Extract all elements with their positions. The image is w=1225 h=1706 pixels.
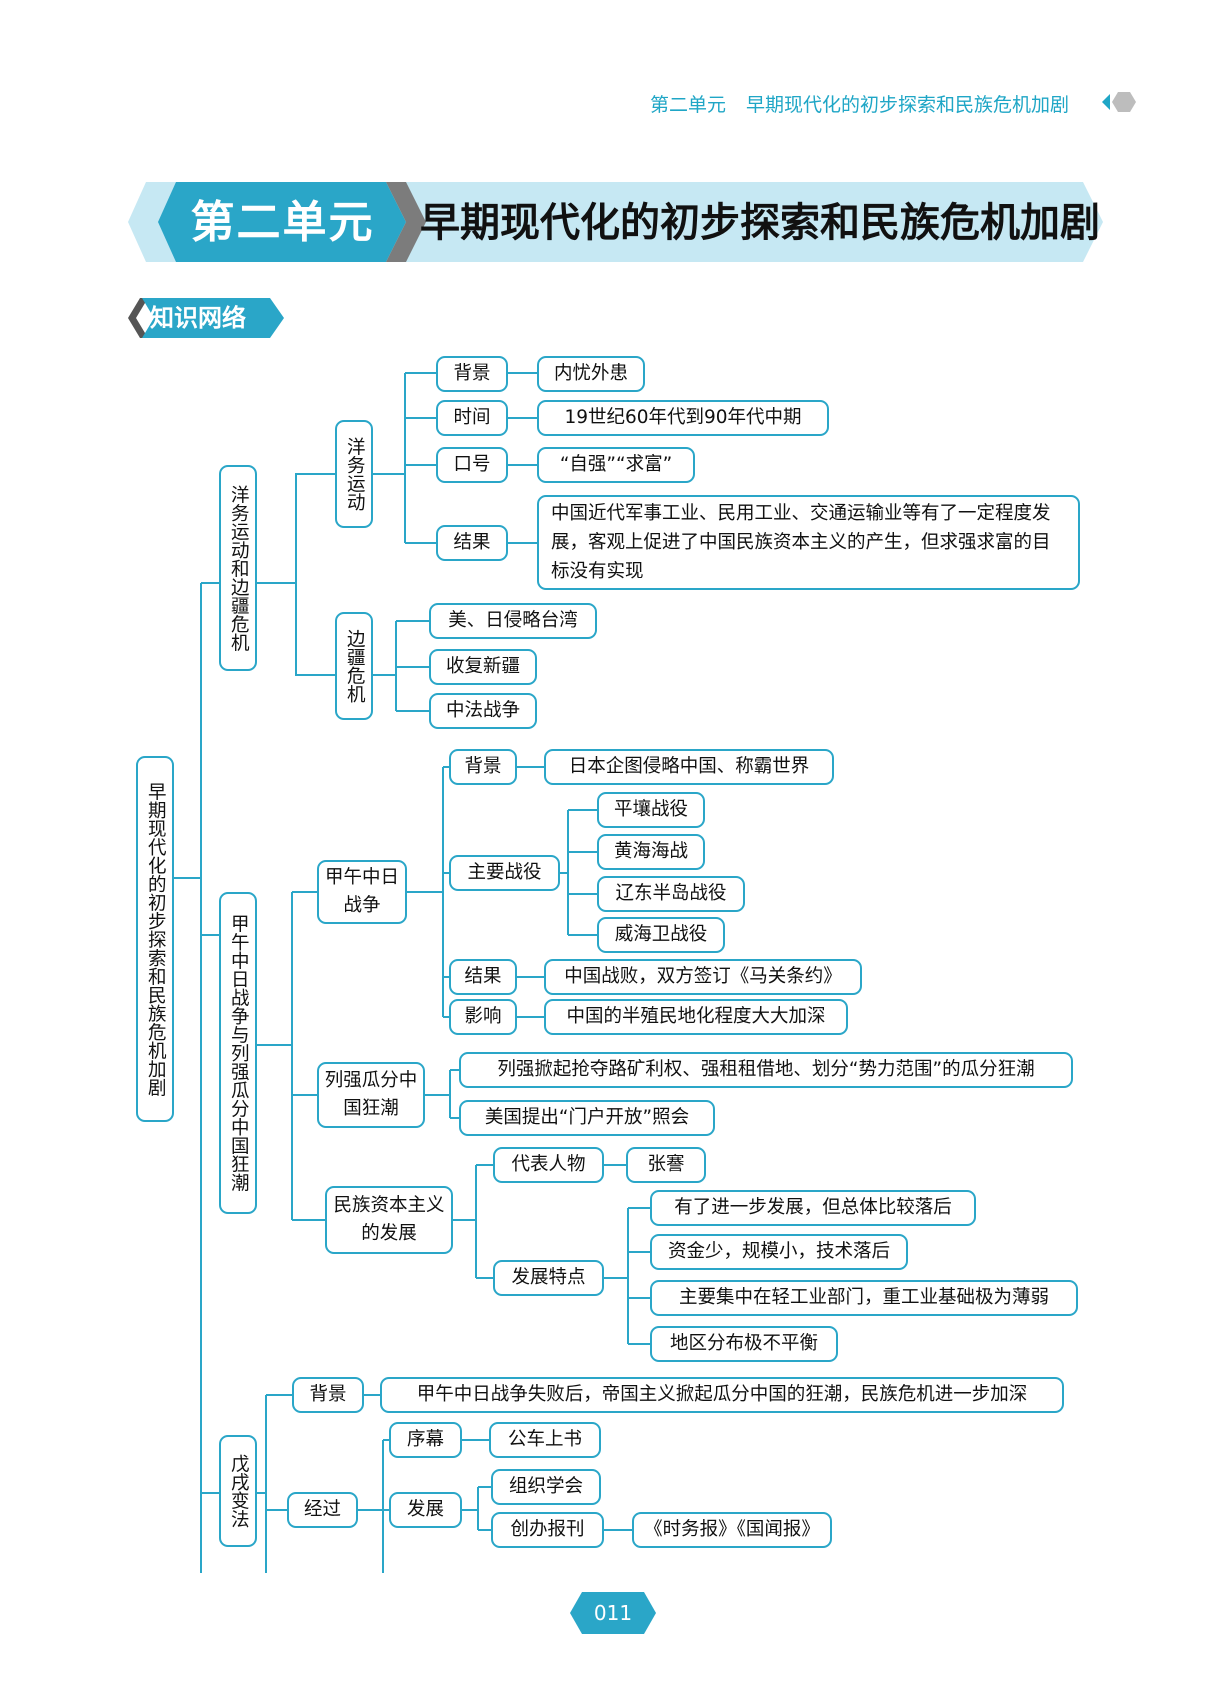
capital-rep-val: 张謇 <box>626 1147 706 1183</box>
branch3-node: 戊戌变法 <box>219 1435 257 1547</box>
yangwu-slogan-val: “自强”“求富” <box>537 447 695 483</box>
reform-process-key: 经过 <box>287 1492 358 1528</box>
reform-prelude-val: 公车上书 <box>489 1422 601 1458</box>
yangwu-time-val: 19世纪60年代到90年代中期 <box>537 400 829 436</box>
reform-bg-key: 背景 <box>292 1377 364 1413</box>
capital-feat4: 地区分布极不平衡 <box>650 1326 838 1362</box>
battle3: 辽东半岛战役 <box>597 876 745 912</box>
banner-title: 早期现代化的初步探索和民族危机加剧 <box>420 200 1100 246</box>
war-battles-key: 主要战役 <box>449 855 560 891</box>
war-bg-key: 背景 <box>449 749 517 785</box>
war-result-val: 中国战败，双方签订《马关条约》 <box>544 959 862 995</box>
branch2-node: 甲午中日战争与列强瓜分中国狂潮 <box>219 892 257 1214</box>
yangwu-bg-val: 内忧外患 <box>537 356 645 392</box>
reform-bg-val: 甲午中日战争失败后，帝国主义掀起瓜分中国的狂潮，民族危机进一步加深 <box>380 1377 1064 1413</box>
page-number: 011 <box>593 1601 633 1625</box>
running-header: 第二单元早期现代化的初步探索和民族危机加剧 <box>650 90 1090 118</box>
yangwu-node: 洋务运动 <box>335 420 373 528</box>
war-bg-val: 日本企图侵略中国、称霸世界 <box>544 749 834 785</box>
section-tab <box>128 298 284 338</box>
partition-node: 列强瓜分中国狂潮 <box>317 1062 425 1128</box>
battle2: 黄海海战 <box>597 834 705 870</box>
running-header-title: 早期现代化的初步探索和民族危机加剧 <box>746 94 1070 116</box>
yangwu-result-key: 结果 <box>436 525 508 561</box>
yangwu-result-val: 中国近代军事工业、民用工业、交通运输业等有了一定程度发展，客观上促进了中国民族资… <box>537 495 1080 590</box>
section-label: 知识网络 <box>150 304 246 332</box>
war-result-key: 结果 <box>449 959 517 995</box>
war-impact-key: 影响 <box>449 999 517 1035</box>
root-node: 早期现代化的初步探索和民族危机加剧 <box>136 756 174 1122</box>
frontier-item2: 收复新疆 <box>429 649 537 685</box>
capital-feat2: 资金少，规模小，技术落后 <box>650 1234 908 1270</box>
capital-feat3: 主要集中在轻工业部门，重工业基础极为薄弱 <box>650 1280 1078 1316</box>
reform-develop2-val: 《时务报》《国闻报》 <box>632 1512 832 1548</box>
page-number-badge <box>570 1592 656 1634</box>
frontier-item3: 中法战争 <box>429 693 537 729</box>
partition-item1: 列强掀起抢夺路矿利权、强租租借地、划分“势力范围”的瓜分狂潮 <box>459 1052 1073 1088</box>
yangwu-bg-key: 背景 <box>436 356 508 392</box>
capital-rep-key: 代表人物 <box>493 1147 604 1183</box>
war-node: 甲午中日战争 <box>317 860 407 924</box>
banner-unit: 第二单元 <box>190 197 375 248</box>
reform-develop2-key: 创办报刊 <box>491 1512 604 1548</box>
battle1: 平壤战役 <box>597 792 705 828</box>
reform-develop1: 组织学会 <box>491 1469 601 1505</box>
capital-feat1: 有了进一步发展，但总体比较落后 <box>650 1190 976 1226</box>
battle4: 威海卫战役 <box>597 917 725 953</box>
frontier-item1: 美、日侵略台湾 <box>429 603 597 639</box>
reform-prelude-key: 序幕 <box>389 1422 462 1458</box>
frontier-node: 边疆危机 <box>335 612 373 720</box>
war-impact-val: 中国的半殖民地化程度大大加深 <box>544 999 848 1035</box>
branch1-node: 洋务运动和边疆危机 <box>219 465 257 671</box>
partition-item2: 美国提出“门户开放”照会 <box>459 1100 715 1136</box>
yangwu-time-key: 时间 <box>436 400 508 436</box>
yangwu-slogan-key: 口号 <box>436 447 508 483</box>
reform-develop-key: 发展 <box>389 1492 462 1528</box>
running-header-unit: 第二单元 <box>650 94 727 116</box>
header-arrow-icon <box>1102 92 1136 112</box>
capital-feat-key: 发展特点 <box>493 1260 604 1296</box>
title-banner <box>128 182 1103 262</box>
capital-node: 民族资本主义的发展 <box>325 1186 453 1254</box>
